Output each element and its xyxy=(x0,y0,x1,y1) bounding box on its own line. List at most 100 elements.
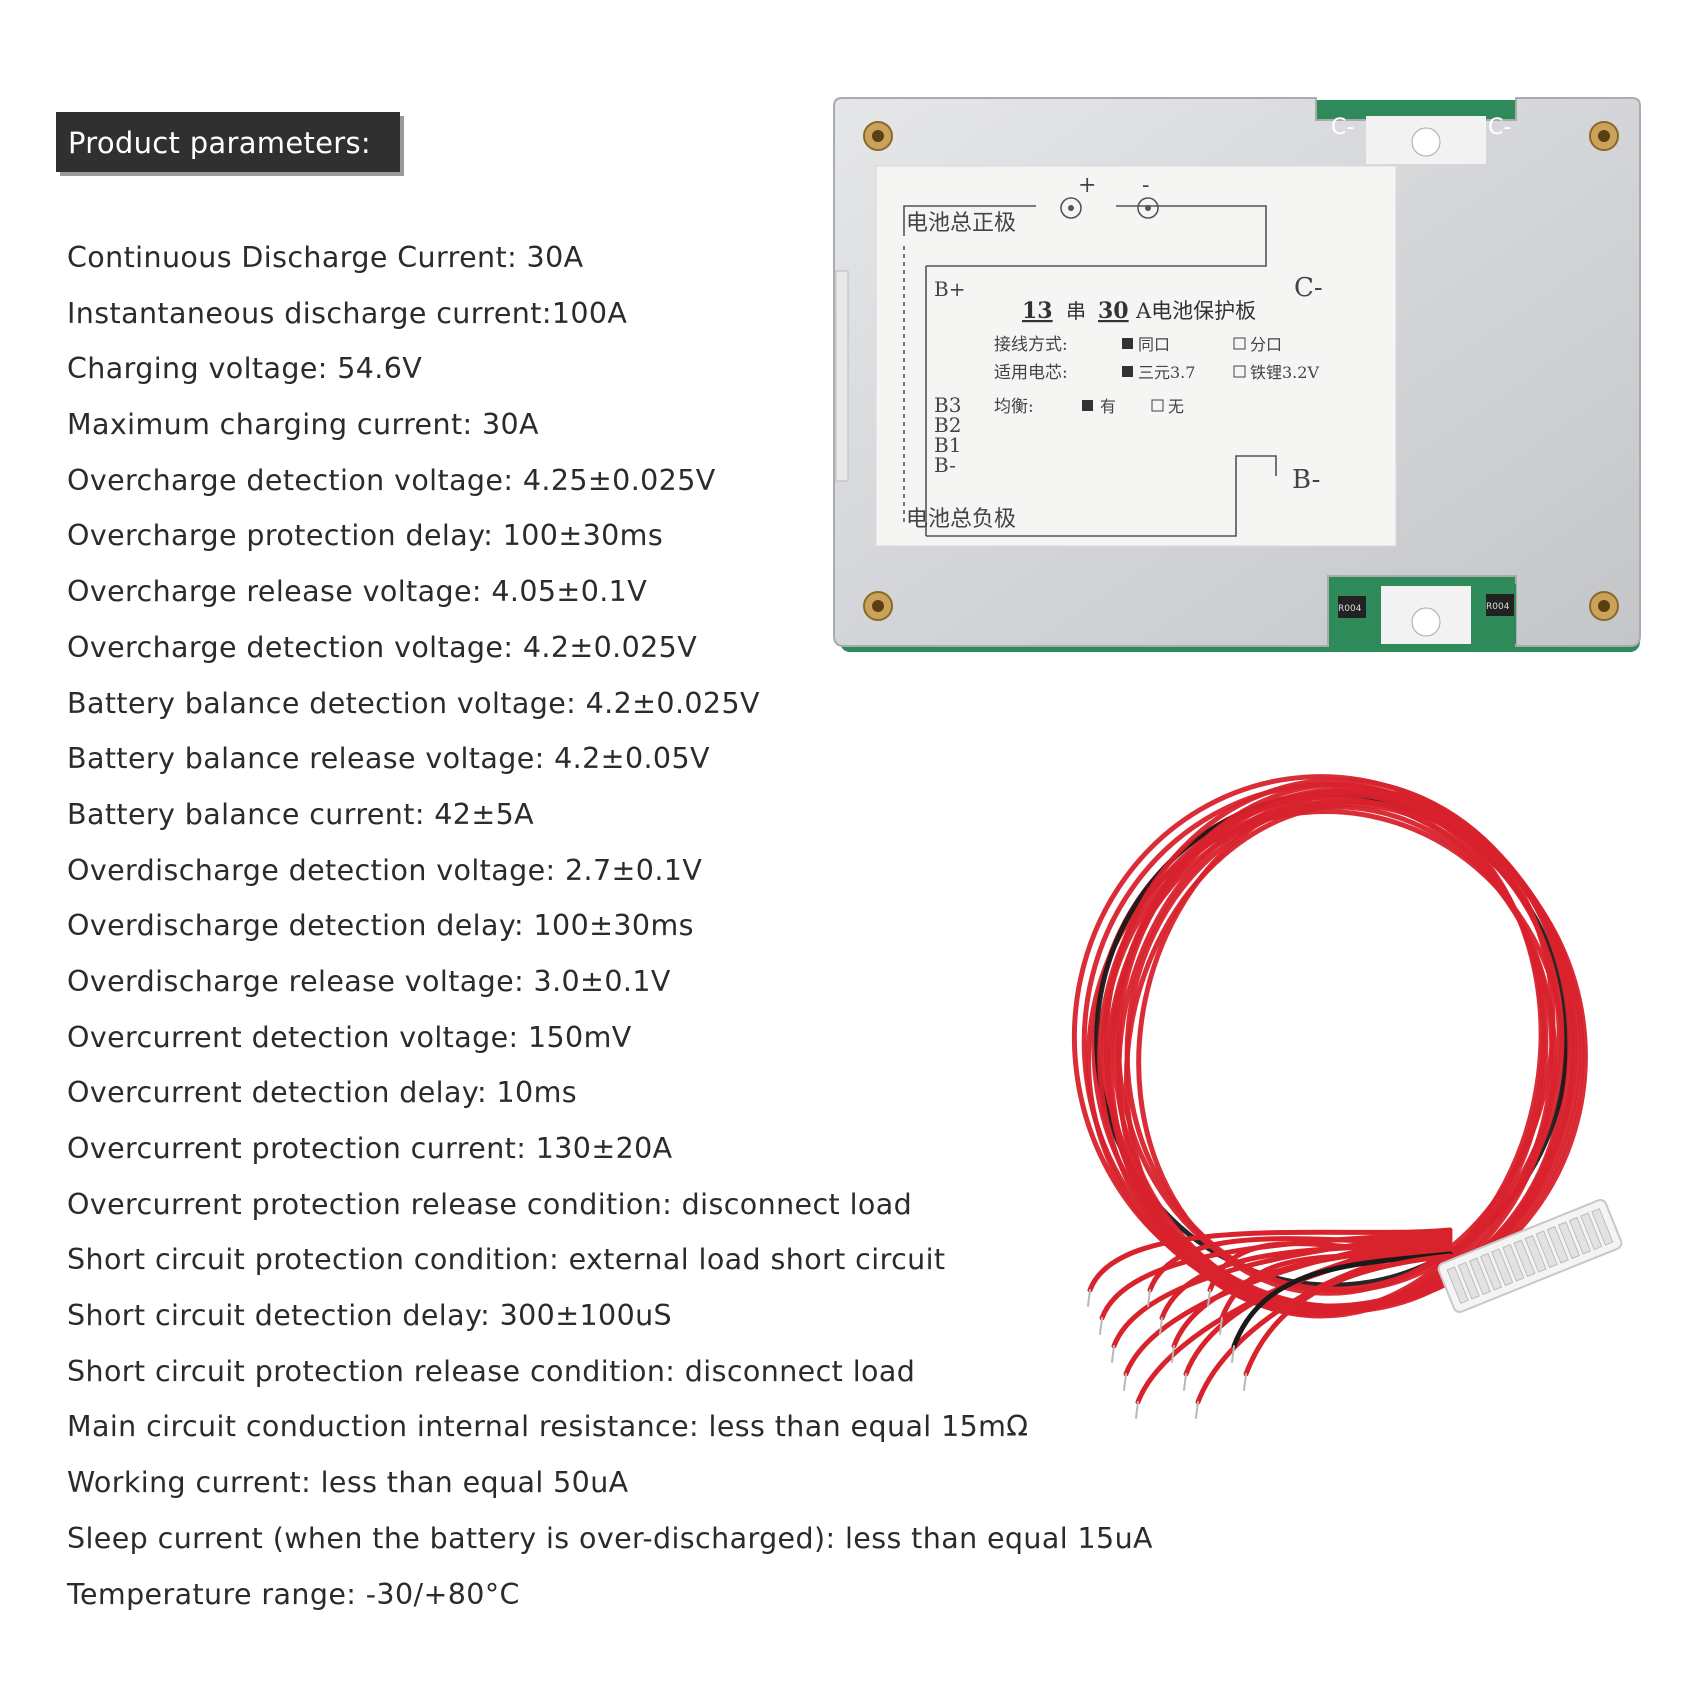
svg-text:+: + xyxy=(1078,173,1096,198)
connector-pin xyxy=(1546,1225,1569,1264)
svg-text:-: - xyxy=(1142,173,1149,198)
svg-text:适用电芯:: 适用电芯: xyxy=(994,363,1068,383)
connector-pin xyxy=(1468,1257,1492,1296)
resistor-right xyxy=(1486,594,1514,616)
label-negative-terminal: 电池总负极 xyxy=(906,507,1016,532)
parameter-item: Battery balance current: 42±5A xyxy=(67,797,535,831)
connector-pin xyxy=(1457,1261,1480,1300)
parameter-item: Short circuit protection condition: exte… xyxy=(67,1243,946,1277)
svg-text:均衡:: 均衡: xyxy=(994,397,1034,417)
parameter-item: Temperature range: -30/+80°C xyxy=(67,1577,520,1611)
red-wire-end xyxy=(1207,1241,1453,1293)
section-header: Product parameters: xyxy=(56,112,400,172)
wire-tip xyxy=(1183,1373,1187,1391)
connector-pin xyxy=(1524,1234,1547,1273)
parameter-item: Working current: less than equal 50uA xyxy=(67,1466,629,1500)
parameter-item: Instantaneous discharge current:100A xyxy=(67,296,628,330)
parameter-item: Overdischarge release voltage: 3.0±0.1V xyxy=(67,964,671,998)
wire-tip xyxy=(1123,1373,1127,1391)
wire-tip xyxy=(1147,1289,1151,1307)
wire-tip xyxy=(1243,1373,1247,1391)
black-wire-end xyxy=(1231,1251,1453,1349)
red-wire xyxy=(1136,788,1556,1296)
svg-text:B2: B2 xyxy=(934,413,961,437)
wire-tip xyxy=(1099,1317,1103,1335)
connector-pin xyxy=(1591,1207,1614,1246)
red-wire-end xyxy=(1159,1239,1453,1321)
section-title: Product parameters: xyxy=(68,126,372,160)
parameter-item: Maximum charging current: 30A xyxy=(67,408,539,442)
balance-connector xyxy=(835,270,849,482)
parameter-item: Overcharge release voltage: 4.05±0.1V xyxy=(67,575,648,609)
svg-text:无: 无 xyxy=(1168,397,1184,416)
parameter-item: Sleep current (when the battery is over-… xyxy=(67,1521,1153,1555)
connector-pin xyxy=(1446,1266,1469,1305)
svg-text:B3: B3 xyxy=(934,393,961,417)
wire-tip xyxy=(1219,1317,1223,1335)
svg-text:有: 有 xyxy=(1100,397,1116,416)
svg-text:接线方式:: 接线方式: xyxy=(994,335,1068,355)
svg-text:B+: B+ xyxy=(934,277,965,301)
parameter-item: Overcurrent detection delay: 10ms xyxy=(67,1076,577,1110)
svg-text:分口: 分口 xyxy=(1250,335,1282,354)
resistor-left xyxy=(1338,596,1366,618)
parameter-item: Short circuit protection release conditi… xyxy=(67,1354,916,1388)
connector-pin xyxy=(1491,1248,1514,1287)
label-positive-terminal: 电池总正极 xyxy=(906,211,1016,236)
pcb-c-minus-label: C- xyxy=(1331,115,1354,140)
parameter-item: Overcharge protection delay: 100±30ms xyxy=(67,519,664,553)
wire-tip xyxy=(1111,1345,1115,1363)
red-wire-end xyxy=(1219,1249,1453,1321)
parameter-item: Overcharge detection voltage: 4.25±0.025… xyxy=(67,463,716,497)
wire-tip xyxy=(1135,1401,1139,1419)
wire-harness-image xyxy=(1071,774,1623,1419)
wire-tip xyxy=(1231,1345,1235,1363)
parameter-list: Continuous Discharge Current: 30A Instant… xyxy=(67,230,1153,1622)
parameter-item: Continuous Discharge Current: 30A xyxy=(67,241,584,274)
svg-text:同口: 同口 xyxy=(1138,335,1170,354)
svg-text:13: 13 xyxy=(1022,298,1053,324)
connector-pin xyxy=(1535,1230,1558,1269)
svg-text:C-: C- xyxy=(1488,115,1511,140)
connector-pin xyxy=(1568,1216,1592,1255)
parameter-item: Overdischarge detection voltage: 2.7±0.1… xyxy=(67,853,703,887)
connector-pin xyxy=(1502,1243,1525,1282)
svg-text:B1: B1 xyxy=(934,433,961,457)
svg-text:R004: R004 xyxy=(1486,602,1510,612)
parameter-item: Battery balance release voltage: 4.2±0.0… xyxy=(67,742,710,776)
label-c-minus: C- xyxy=(1294,273,1323,303)
parameter-item: Overcurrent protection current: 130±20A xyxy=(67,1132,673,1165)
mounting-holes xyxy=(863,121,1619,621)
wire-tip xyxy=(1207,1289,1211,1307)
svg-text:铁锂3.2V: 铁锂3.2V xyxy=(1250,363,1319,382)
label-background xyxy=(875,165,1397,547)
connector-pin xyxy=(1479,1252,1503,1291)
parameter-item: Battery balance detection voltage: 4.2±0… xyxy=(67,686,760,720)
wire-tip xyxy=(1195,1401,1199,1419)
board-label-sticker: + - 电池总正极 电池总负极 C- B- B+ B3 B2 B1 B- 13 … xyxy=(875,165,1397,547)
connector-pin xyxy=(1557,1221,1581,1260)
wire-tip xyxy=(1159,1317,1163,1335)
parameter-item: Overdischarge detection delay: 100±30ms xyxy=(67,909,694,943)
parameter-item: Main circuit conduction internal resista… xyxy=(67,1410,1029,1444)
label-b-minus: B- xyxy=(1292,465,1320,495)
red-wire-end xyxy=(1171,1241,1453,1349)
bms-board-image: C- C- R004 R004 + xyxy=(833,97,1641,652)
parameter-item: Overcurrent protection release condition… xyxy=(67,1187,913,1221)
svg-text:30: 30 xyxy=(1098,298,1129,324)
svg-text:R004: R004 xyxy=(1338,604,1362,614)
parameter-item: Charging voltage: 54.6V xyxy=(67,352,423,386)
label-title: A电池保护板 xyxy=(1135,299,1256,323)
parameter-item: Overcurrent detection voltage: 150mV xyxy=(67,1020,632,1054)
red-wire-end xyxy=(1111,1231,1453,1349)
red-wire-end xyxy=(1087,1227,1453,1293)
parameter-item: Overcharge detection voltage: 4.2±0.025V xyxy=(67,630,698,664)
connector-pin xyxy=(1580,1212,1603,1251)
wire-tip xyxy=(1171,1345,1175,1363)
parameter-item: Short circuit detection delay: 300±100uS xyxy=(67,1299,673,1333)
wire-tip xyxy=(1087,1289,1091,1307)
svg-text:串: 串 xyxy=(1066,299,1086,323)
balance-plug-connector xyxy=(1437,1198,1623,1314)
red-wire-end xyxy=(1243,1253,1453,1377)
svg-text:三元3.7: 三元3.7 xyxy=(1138,363,1195,382)
